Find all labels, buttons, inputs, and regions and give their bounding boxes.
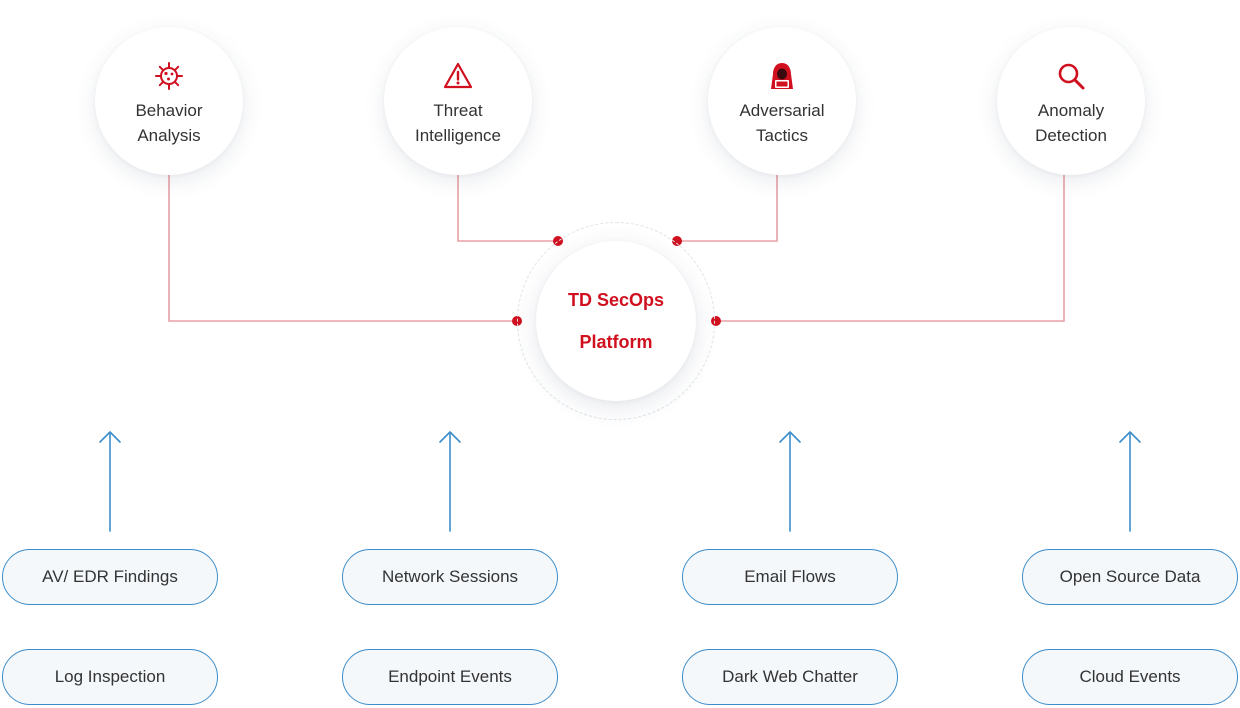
capability-label: Behavior Analysis [135,100,203,145]
platform-hub: TD SecOps Platform [536,241,696,401]
source-endpoint-events[interactable]: Endpoint Events [342,649,558,705]
source-open-source-data[interactable]: Open Source Data [1022,549,1238,605]
connector-adversarial-tactics [677,175,778,242]
capability-threat-intelligence: Threat Intelligence [384,27,532,175]
hub-title-line2: Platform [579,332,653,352]
connector-behavior-analysis [168,175,517,322]
up-arrow-icon [779,431,801,532]
capability-adversarial-tactics: Adversarial Tactics [708,27,856,175]
up-arrow-icon [99,431,121,532]
capability-label: Adversarial Tactics [739,100,825,145]
capability-anomaly-detection: Anomaly Detection [997,27,1145,175]
source-cloud-events[interactable]: Cloud Events [1022,649,1238,705]
source-dark-web-chatter[interactable]: Dark Web Chatter [682,649,898,705]
source-av-edr-findings[interactable]: AV/ EDR Findings [2,549,218,605]
capability-label: Anomaly Detection [1035,100,1107,145]
capability-behavior-analysis: Behavior Analysis [95,27,243,175]
magnifier-icon [1058,63,1085,89]
source-log-inspection[interactable]: Log Inspection [2,649,218,705]
virus-icon [155,61,183,90]
connector-anomaly-detection [716,175,1065,322]
source-email-flows[interactable]: Email Flows [682,549,898,605]
capability-label: Threat Intelligence [414,100,501,145]
up-arrow-icon [1119,431,1141,532]
up-arrow-icon [439,431,461,532]
warning-triangle-icon [443,62,473,88]
source-network-sessions[interactable]: Network Sessions [342,549,558,605]
hub-title-line1: TD SecOps [567,290,665,310]
connector-threat-intelligence [457,175,558,242]
hooded-hacker-icon [771,62,793,89]
hub-dashed-ring [517,222,715,420]
